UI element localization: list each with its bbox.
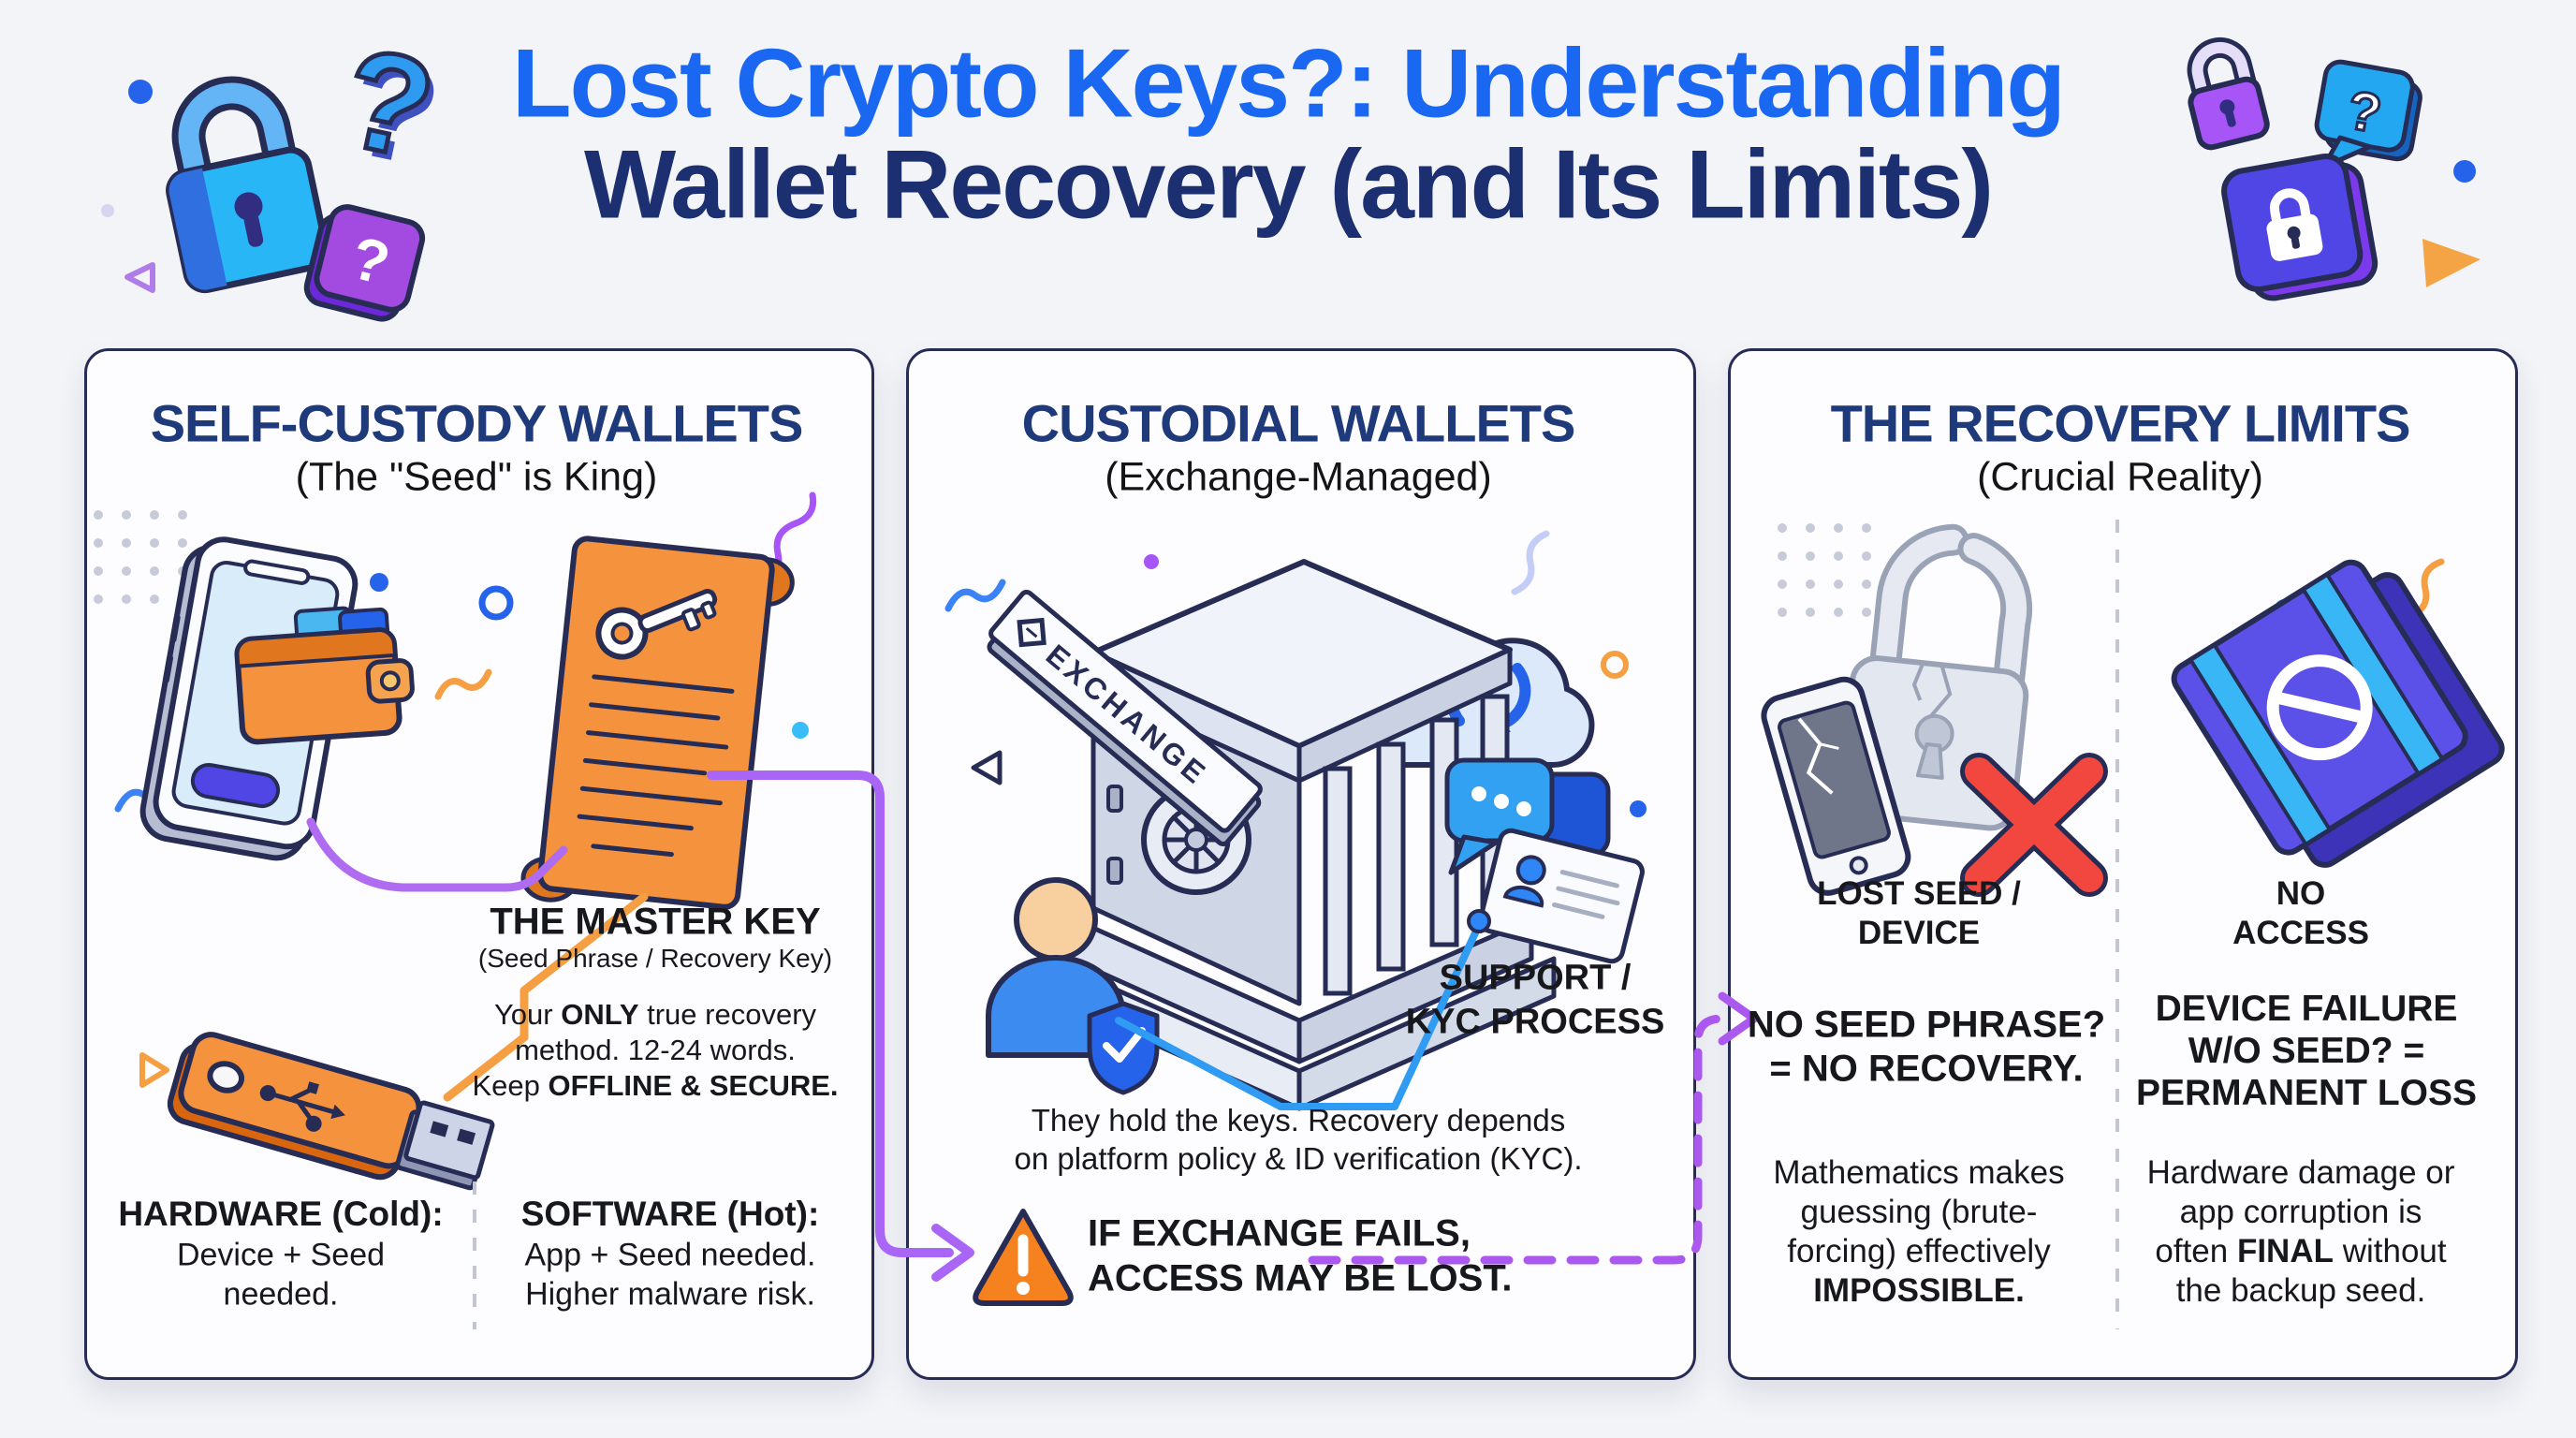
custodial-subtitle: (Exchange-Managed) xyxy=(1105,454,1492,500)
master-key-line1: Your ONLY true recovery xyxy=(493,998,817,1031)
lock-badge-icon xyxy=(2221,153,2378,301)
master-key-heading: THE MASTER KEY xyxy=(490,901,821,943)
custodial-body-line1: They hold the keys. Recovery depends xyxy=(1031,1103,1566,1137)
dot-blue xyxy=(2453,160,2476,183)
triangle-orange xyxy=(2422,239,2481,287)
no-access-para2: app corruption is xyxy=(2179,1194,2422,1230)
custodial-body-line2: on platform policy & ID verification (KY… xyxy=(1014,1141,1583,1176)
svg-text:?: ? xyxy=(2343,80,2386,145)
software-heading: SOFTWARE (Hot): xyxy=(520,1195,820,1233)
lost-seed-para4: IMPOSSIBLE. xyxy=(1813,1272,2025,1309)
header-deco-right: ? xyxy=(2187,37,2481,301)
software-line1: App + Seed needed. xyxy=(524,1237,816,1273)
lost-seed-para3: forcing) effectively xyxy=(1787,1233,2051,1269)
question-mark-icon: ? ? xyxy=(328,15,453,197)
software-line2: Higher malware risk. xyxy=(525,1276,815,1313)
no-access-para1: Hardware damage or xyxy=(2146,1154,2455,1191)
self-custody-subtitle: (The "Seed" is King) xyxy=(295,454,658,500)
self-custody-title: SELF-CUSTODY WALLETS xyxy=(150,393,804,453)
svg-text:?: ? xyxy=(344,224,396,298)
custodial-title: CUSTODIAL WALLETS xyxy=(1021,393,1576,453)
hardware-line1: Device + Seed xyxy=(176,1237,386,1273)
svg-text:?: ? xyxy=(330,17,447,188)
no-access-caption2: ACCESS xyxy=(2232,915,2369,951)
recovery-limits-title: THE RECOVERY LIMITS xyxy=(1830,393,2411,453)
page-title-line1: Lost Crypto Keys?: Understanding xyxy=(512,29,2066,139)
page-title-line2: Wallet Recovery (and Its Limits) xyxy=(583,130,1994,240)
master-key-line2: method. 12-24 words. xyxy=(515,1034,796,1066)
lost-seed-caption2: DEVICE xyxy=(1857,915,1981,951)
no-access-para4: the backup seed. xyxy=(2175,1272,2426,1309)
svg-text:?: ? xyxy=(336,25,453,197)
lock-icon xyxy=(2187,37,2270,151)
recovery-limits-subtitle: (Crucial Reality) xyxy=(1977,454,2263,500)
lost-seed-para1: Mathematics makes xyxy=(1773,1154,2065,1191)
hardware-line2: needed. xyxy=(223,1276,339,1313)
warning-line1: IF EXCHANGE FAILS, xyxy=(1088,1212,1471,1255)
no-access-para3: often FINAL without xyxy=(2155,1233,2447,1269)
support-label-line2: KYC PROCESS xyxy=(1405,1002,1665,1042)
hardware-heading: HARDWARE (Cold): xyxy=(118,1195,444,1233)
warning-line2: ACCESS MAY BE LOST. xyxy=(1088,1257,1513,1299)
master-key-subheading: (Seed Phrase / Recovery Key) xyxy=(477,944,833,973)
no-access-caption1: NO xyxy=(2276,875,2326,912)
no-access-statement1: DEVICE FAILURE xyxy=(2155,989,2458,1029)
no-access-statement2: W/O SEED? = xyxy=(2188,1031,2425,1071)
master-key-line3: Keep OFFLINE & SECURE. xyxy=(472,1069,839,1102)
lost-seed-statement2: = NO RECOVERY. xyxy=(1769,1048,2084,1090)
lost-seed-caption1: LOST SEED / xyxy=(1817,875,2021,912)
speech-question-icon: ? xyxy=(2314,59,2422,169)
dot-lavender xyxy=(101,204,114,217)
question-badge-icon: ? xyxy=(303,204,426,322)
lock-icon xyxy=(166,76,329,294)
header-deco-left: ? ? ? xyxy=(101,15,453,322)
no-access-statement3: PERMANENT LOSS xyxy=(2135,1073,2478,1113)
lost-seed-statement1: NO SEED PHRASE? xyxy=(1747,1004,2106,1046)
lost-seed-para2: guessing (brute- xyxy=(1800,1194,2038,1230)
support-label-line1: SUPPORT / xyxy=(1439,958,1632,998)
triangle-outline-icon xyxy=(124,262,155,293)
dot-blue xyxy=(128,80,153,104)
